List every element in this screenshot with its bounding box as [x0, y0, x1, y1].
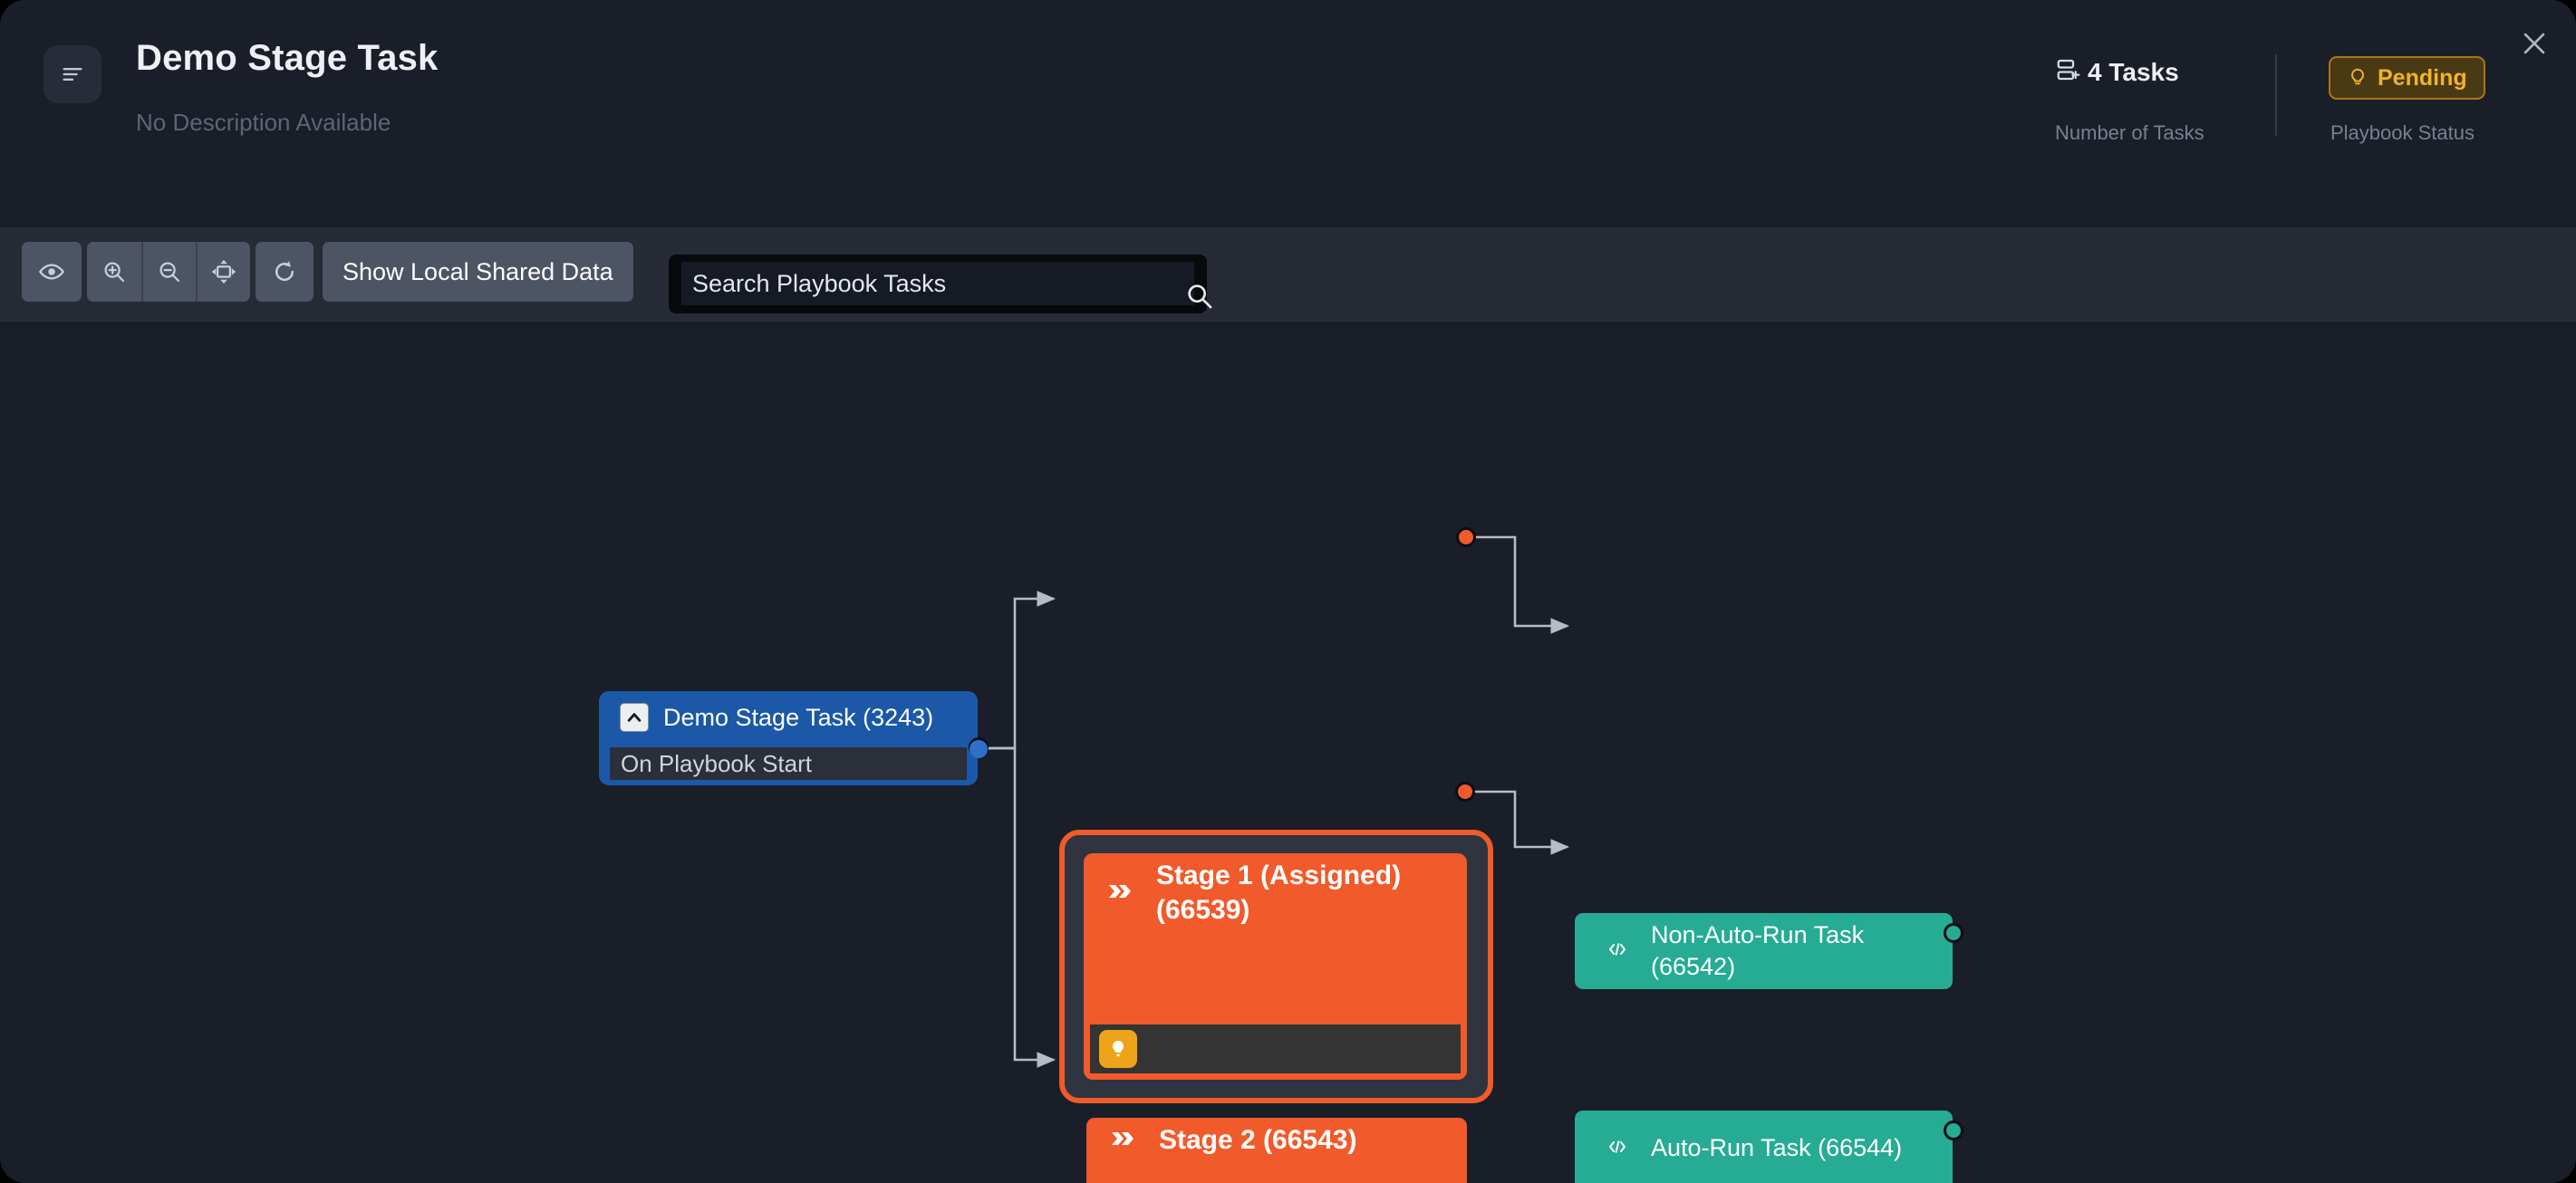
task2-output-handle[interactable] [1944, 1120, 1963, 1140]
fit-to-screen-icon[interactable] [196, 242, 250, 302]
task1-title: Non-Auto-Run Task (66542) [1651, 920, 1865, 980]
double-chevron-right-icon [1112, 1129, 1139, 1153]
code-icon [1604, 938, 1631, 965]
list-plus-icon [2055, 56, 2082, 88]
node-auto-run-task[interactable]: Auto-Run Task (66544) [1575, 1111, 1953, 1183]
status-badge-value: Pending [2378, 64, 2467, 91]
node-non-auto-run-task[interactable]: Non-Auto-Run Task (66542) [1575, 913, 1953, 989]
task1-output-handle[interactable] [1944, 923, 1963, 943]
node-stage-2[interactable]: Stage 2 (66543) [1086, 1118, 1467, 1183]
chevron-up-icon [620, 703, 649, 732]
tasks-count-group: 4 Tasks [2055, 56, 2179, 88]
graph-toolbar: Show Local Shared Data [0, 227, 2576, 322]
zoom-button-group [87, 242, 250, 302]
lightbulb-icon [2347, 65, 2369, 91]
tasks-count-label: Number of Tasks [2055, 121, 2205, 144]
status-label: Playbook Status [2330, 121, 2475, 144]
stage1-header: Stage 1 (Assigned) (66539) [1084, 853, 1467, 928]
eye-icon[interactable] [22, 242, 82, 302]
close-icon[interactable] [2514, 24, 2554, 63]
status-badge[interactable]: Pending [2329, 56, 2485, 100]
node-trigger-demo-stage-task[interactable]: Demo Stage Task (3243) On Playbook Start [599, 691, 978, 785]
refresh-icon[interactable] [256, 242, 314, 302]
node-stage-1[interactable]: Stage 1 (Assigned) (66539) [1084, 853, 1467, 1080]
graph-edges [978, 535, 1570, 1068]
page-subtitle: No Description Available [136, 109, 391, 136]
zoom-out-icon[interactable] [141, 242, 196, 302]
task1-header: Non-Auto-Run Task (66542) [1575, 913, 1953, 989]
trigger-node-header: Demo Stage Task (3243) [599, 691, 978, 744]
stage2-title: Stage 2 (66543) [1159, 1125, 1357, 1155]
stage1-title: Stage 1 (Assigned) (66539) [1156, 861, 1402, 926]
header-divider [2275, 54, 2277, 136]
stage1-output-handle[interactable] [1456, 527, 1476, 547]
search-box[interactable] [669, 255, 1207, 313]
search-icon[interactable] [1184, 281, 1215, 312]
double-chevron-right-icon [1109, 881, 1136, 906]
show-local-shared-data-button[interactable]: Show Local Shared Data [323, 242, 633, 302]
tasks-count-value: 4 Tasks [2088, 57, 2179, 86]
list-lines-icon[interactable] [43, 45, 101, 103]
trigger-body-output-handle[interactable] [970, 740, 988, 758]
zoom-in-icon[interactable] [87, 242, 141, 302]
task2-title: Auto-Run Task (66544) [1651, 1134, 1903, 1162]
lightbulb-icon [1099, 1030, 1137, 1068]
code-icon [1604, 1136, 1631, 1162]
stage2-output-handle[interactable] [1455, 782, 1475, 802]
task2-header: Auto-Run Task (66544) [1575, 1111, 1953, 1183]
dialog-header: Demo Stage Task No Description Available… [0, 0, 2576, 204]
page-title: Demo Stage Task [136, 38, 439, 78]
search-input[interactable] [681, 262, 1194, 305]
trigger-node-body-label: On Playbook Start [621, 749, 812, 777]
trigger-node-body[interactable]: On Playbook Start [610, 747, 967, 780]
stage2-header: Stage 2 (66543) [1086, 1118, 1467, 1158]
trigger-node-title: Demo Stage Task (3243) [663, 703, 934, 731]
stage1-footer [1090, 1024, 1461, 1073]
graph-canvas[interactable]: Demo Stage Task (3243) On Playbook Start… [0, 322, 2576, 1183]
